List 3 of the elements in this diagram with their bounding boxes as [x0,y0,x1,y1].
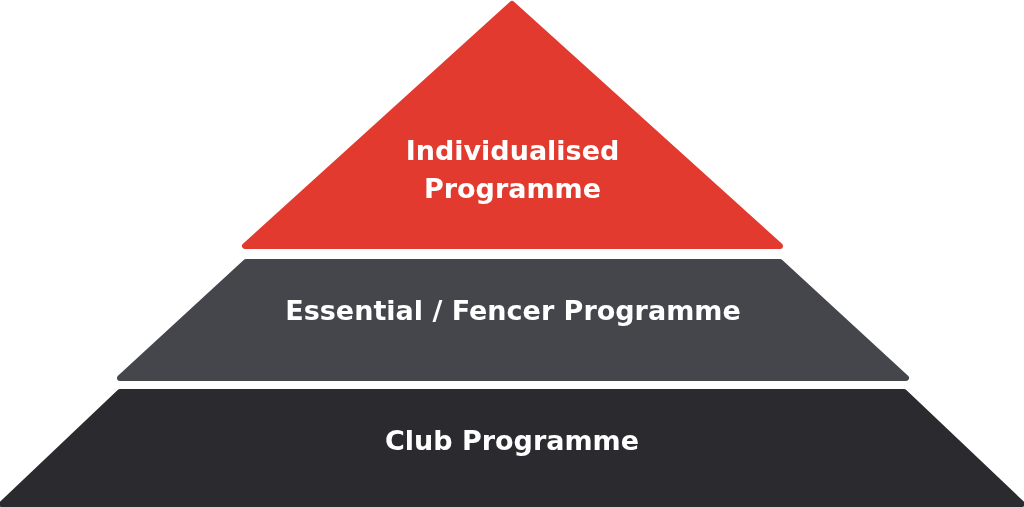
tier-label: Individualised Programme [404,134,621,206]
tier-label: Club Programme [384,424,640,458]
tier-label: Essential / Fencer Programme [285,294,741,328]
